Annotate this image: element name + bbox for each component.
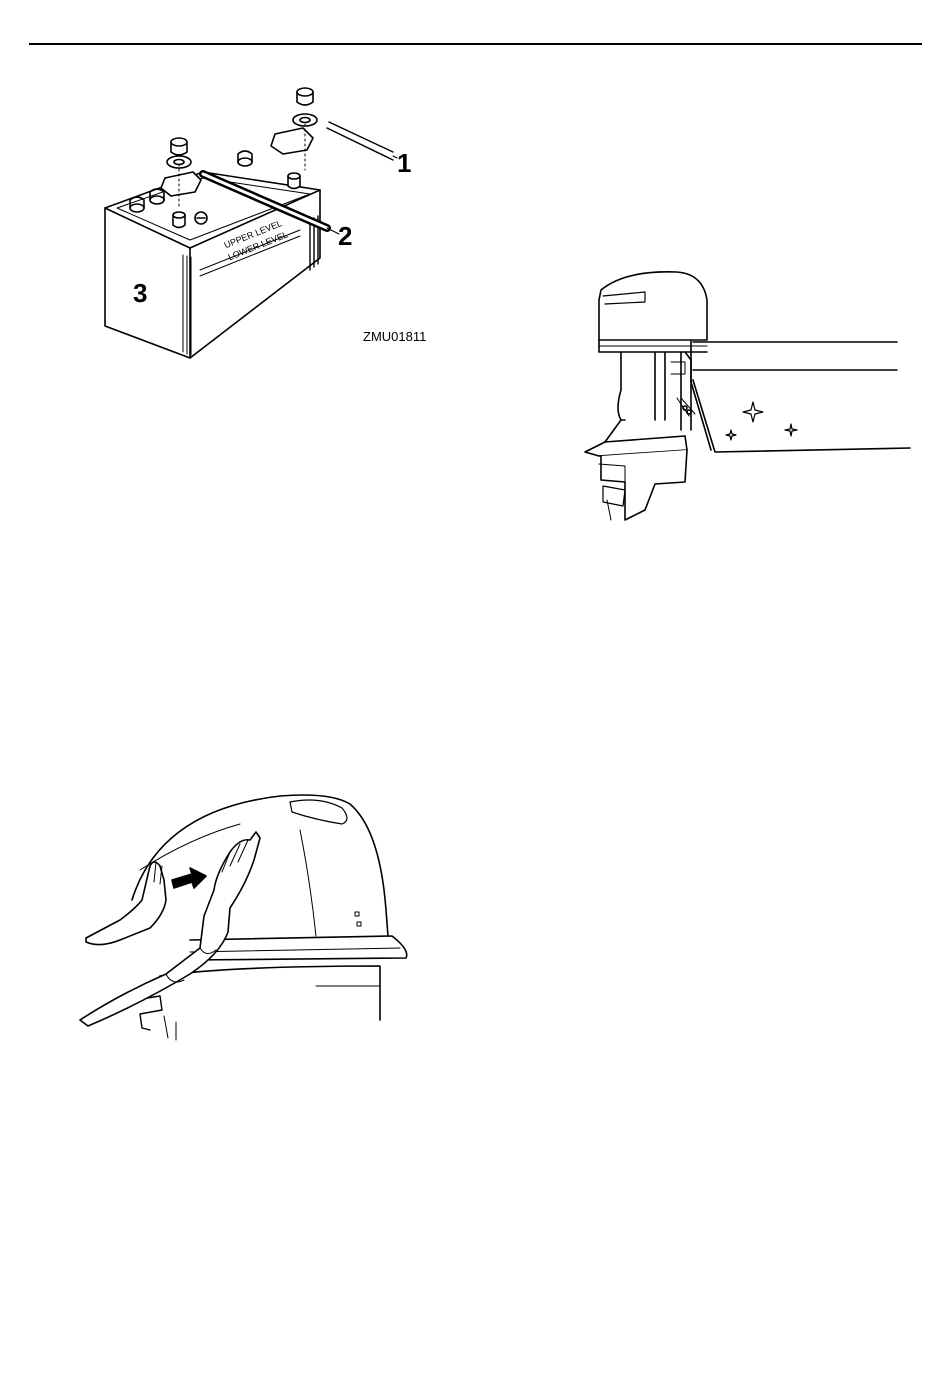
callout-1: 1 xyxy=(397,150,411,176)
callout-3: 3 xyxy=(133,280,147,306)
header-rule xyxy=(29,43,922,45)
figure-code: ZMU01811 xyxy=(363,330,426,343)
outboard-on-boat-illustration xyxy=(585,270,915,530)
cowling-installation-illustration xyxy=(80,790,410,1045)
callout-2: 2 xyxy=(338,223,352,249)
battery-illustration: UPPER LEVEL LOWER LEVEL xyxy=(95,80,455,370)
